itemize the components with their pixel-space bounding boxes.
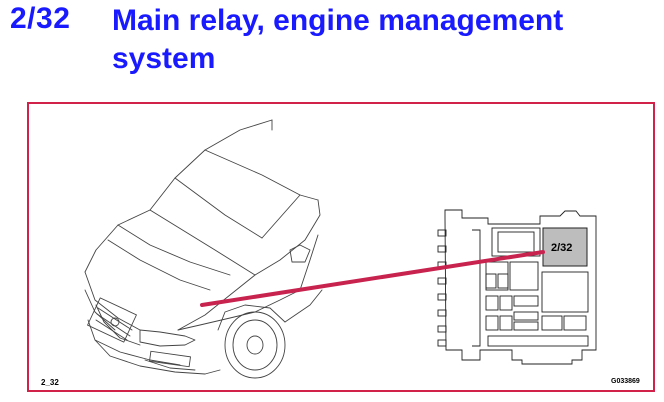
page-title: Main relay, engine management system [112, 4, 564, 75]
relay-box-drawing [437, 209, 597, 365]
figure-code-left: 2_32 [41, 378, 59, 387]
figure-code-right: G033869 [611, 378, 640, 385]
pointer-line [200, 250, 545, 307]
relay-label: 2/32 [551, 242, 572, 254]
diagram-frame [27, 102, 655, 392]
relay-2-32-highlight [542, 227, 588, 267]
page-id: 2/32 [10, 2, 71, 35]
car-drawing [84, 119, 323, 379]
